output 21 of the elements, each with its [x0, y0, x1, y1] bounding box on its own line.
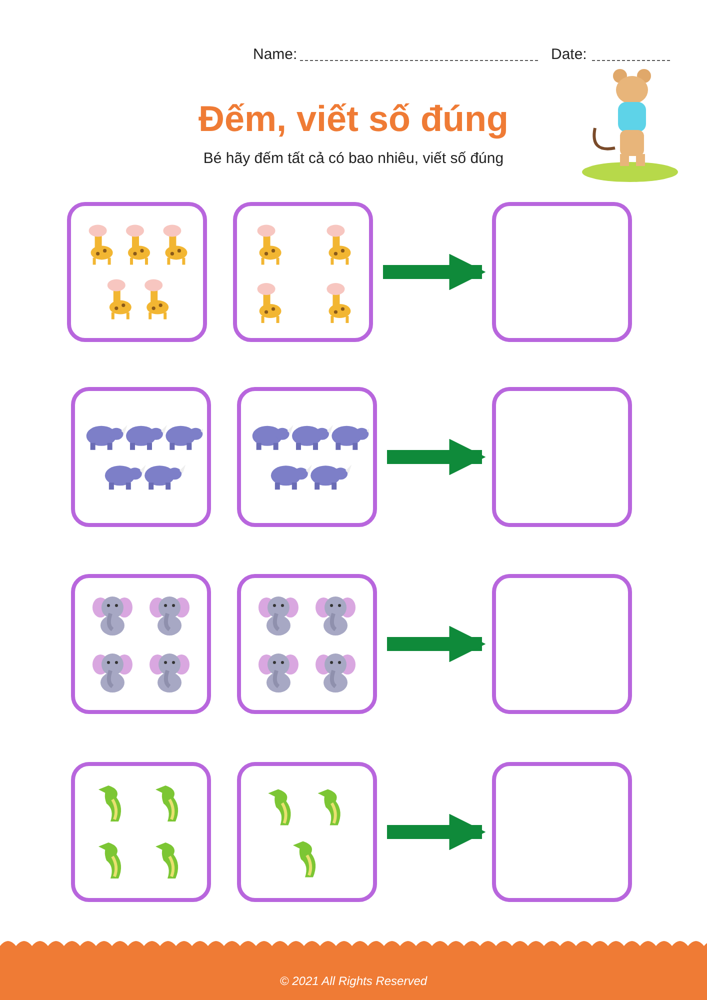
- picture-card: [71, 387, 211, 527]
- picture-card: [67, 202, 207, 342]
- answer-box: [492, 387, 632, 527]
- arrow: [383, 254, 486, 290]
- arrow: [387, 626, 486, 662]
- picture-card: [237, 387, 377, 527]
- title: Đếm, viết số đúng: [197, 98, 510, 140]
- picture-card: [71, 762, 211, 902]
- picture-card: [237, 574, 377, 714]
- field-label: Name:: [253, 46, 298, 63]
- arrow: [387, 814, 486, 850]
- copyright-text: © 2021 All Rights Reserved: [278, 974, 428, 988]
- arrow: [387, 438, 486, 476]
- answer-box: [492, 762, 632, 902]
- field-label: Date:: [551, 46, 587, 63]
- picture-card: [71, 574, 211, 714]
- answer-box: [492, 202, 632, 342]
- picture-card: [237, 762, 377, 902]
- instruction-text: Bé hãy đếm tất cả có bao nhiêu, viết số đúng: [202, 150, 505, 167]
- picture-card: [233, 202, 373, 342]
- answer-box: [492, 574, 632, 714]
